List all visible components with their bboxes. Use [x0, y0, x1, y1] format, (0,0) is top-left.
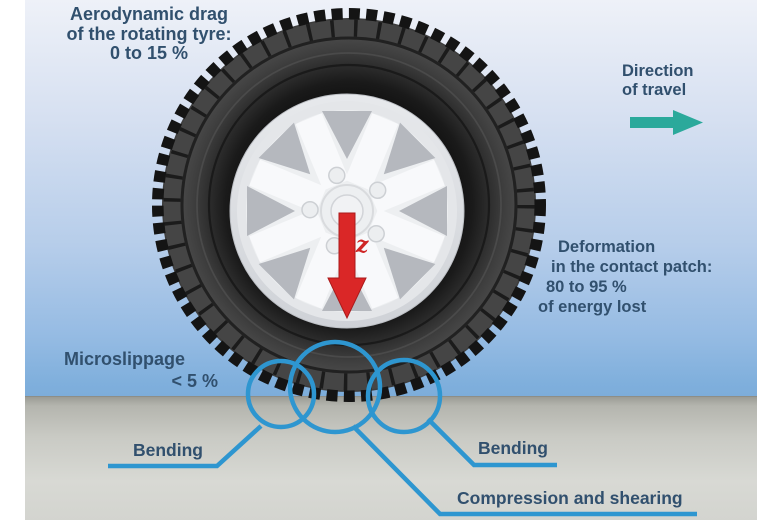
- deformation-line-2: in the contact patch:: [551, 258, 713, 276]
- label-bending-right: Bending: [478, 438, 548, 458]
- label-microslippage-value: < 5 %: [171, 371, 218, 391]
- aero-line-2: of the rotating tyre:: [66, 23, 232, 44]
- label-aerodynamic-drag: Aerodynamic drag of the rotating tyre: 0…: [35, 4, 263, 64]
- label-microslippage: Microslippage: [64, 349, 186, 369]
- label-compression-shearing: Compression and shearing: [457, 488, 683, 508]
- label-direction-of-travel: Direction of travel: [622, 62, 694, 100]
- direction-line-2: of travel: [622, 81, 687, 99]
- deformation-line-1: Deformation: [558, 238, 656, 256]
- label-deformation: Deformation in the contact patch: 80 to …: [538, 237, 712, 317]
- deformation-line-3: 80 to 95 %: [546, 278, 627, 296]
- label-load-axis-z: z: [356, 232, 369, 258]
- direction-line-1: Direction: [622, 62, 694, 80]
- aero-line-1: Aerodynamic drag: [69, 4, 229, 24]
- label-bending-left: Bending: [133, 440, 203, 460]
- aero-line-3: 0 to 15 %: [109, 43, 189, 63]
- deformation-line-4: of energy lost: [538, 298, 647, 316]
